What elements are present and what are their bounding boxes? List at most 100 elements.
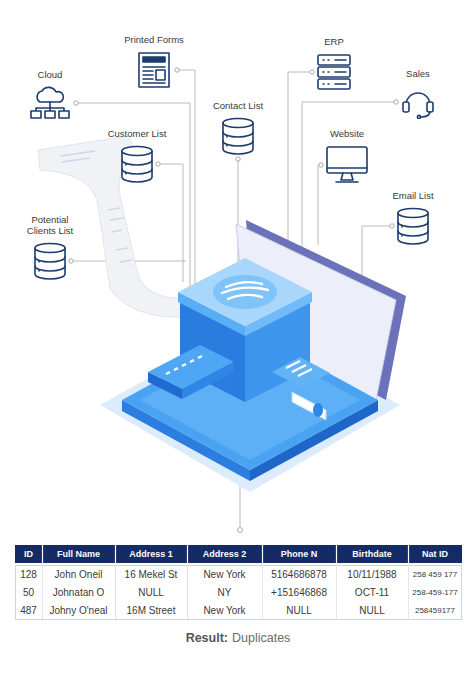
table-cell: 5164686878 [262,565,336,583]
panel-buttons [166,356,202,374]
server-unit [318,79,350,89]
source-icon [400,85,436,119]
table-cell: 10/11/1988 [336,565,408,583]
monitor-frame [327,147,367,173]
table-column-divider [42,565,43,619]
monitor-stand [341,173,353,180]
table-header-divider [42,545,43,563]
form-header [143,57,165,62]
table-cell: New York [187,565,262,583]
leader-dot [156,162,160,166]
table-column-divider [262,565,263,619]
result-caption: Duplicates [232,631,290,645]
leader-line [288,72,312,262]
leader-dot [390,224,394,228]
db-rings [122,160,152,174]
headset-icon [403,93,433,119]
leader-dot [175,68,179,72]
leader-dot [74,101,78,105]
table-cell: NULL [115,583,187,601]
cloud-shape [37,87,63,102]
form-icon [139,53,169,87]
table-header: Birthdate [336,545,408,563]
server-leds [323,59,346,61]
table-cell: 50 [15,583,42,601]
paper-out [292,392,326,420]
table-header: Full Name [42,545,115,563]
leader-line [318,165,321,245]
cloud-device [31,111,41,118]
leader-dot [69,259,73,263]
db-rings [398,222,428,236]
caption-row: Result: Duplicates [0,631,476,645]
cloud-device [45,111,55,118]
source-node: Sales [380,68,456,119]
form-box [156,70,165,80]
source-label: ERP [324,36,344,47]
db-dots [401,226,403,236]
table-cell: 487 [15,601,42,619]
source-icon [135,51,173,89]
source-icon [120,145,154,183]
output-tray [272,357,330,388]
db-top [223,119,253,128]
server-unit [318,67,350,77]
db-icon [122,147,152,183]
machine-lid-top [178,258,312,326]
table-header-divider [336,545,337,563]
cloud-wires [36,102,64,111]
db-dots [38,261,40,271]
table-cell: New York [187,601,262,619]
table-header: Nat ID [408,545,462,563]
table-body-bg [16,566,462,620]
leader-dot [310,70,314,74]
table-header-divider [115,545,116,563]
source-node: Printed Forms [116,34,192,89]
table-cell: 258459177 [408,601,462,619]
table-header-divider [187,545,188,563]
table-cell: NY [187,583,262,601]
control-panel [148,372,182,399]
source-node: Contact List [200,100,276,155]
control-panel [182,362,234,399]
table-cell: NULL [336,601,408,619]
source-icon [325,145,369,185]
db-icon [398,209,428,245]
db-dots [226,136,228,146]
logo-disc [213,275,277,309]
headset-ear [403,102,409,112]
server-unit [318,55,350,65]
source-icon [33,242,67,280]
form-sheet [139,53,169,87]
table-cell: +151646868 [262,583,336,601]
table-cell: OCT-11 [336,583,408,601]
db-dots [125,164,127,174]
table-cell: Johny O'neal [42,601,115,619]
source-label: Customer List [108,128,167,139]
table-column-divider [408,565,409,619]
server-icon [318,55,350,89]
source-label: Potential Clients List [20,214,80,236]
table-cell: 128 [15,565,42,583]
source-node: Cloud [12,69,88,120]
cloud-icon [31,87,69,118]
leader-dot [319,163,323,167]
source-icon [316,53,352,91]
source-label: Website [330,128,364,139]
table-header: Address 1 [115,545,187,563]
monitor-bezel [327,167,367,169]
source-node: Customer List [99,128,175,183]
source-label: Email List [392,190,433,201]
result-caption: Result: [186,631,228,645]
db-top [398,209,428,218]
leader-line [302,102,396,250]
table-cell: NULL [262,601,336,619]
logo-mark [222,282,268,299]
source-label: Printed Forms [124,34,184,45]
monitor-base [336,181,358,183]
tray-slots [286,361,312,376]
table-column-divider [115,565,116,619]
source-icon [221,117,255,155]
paper-text-lines [60,151,132,262]
